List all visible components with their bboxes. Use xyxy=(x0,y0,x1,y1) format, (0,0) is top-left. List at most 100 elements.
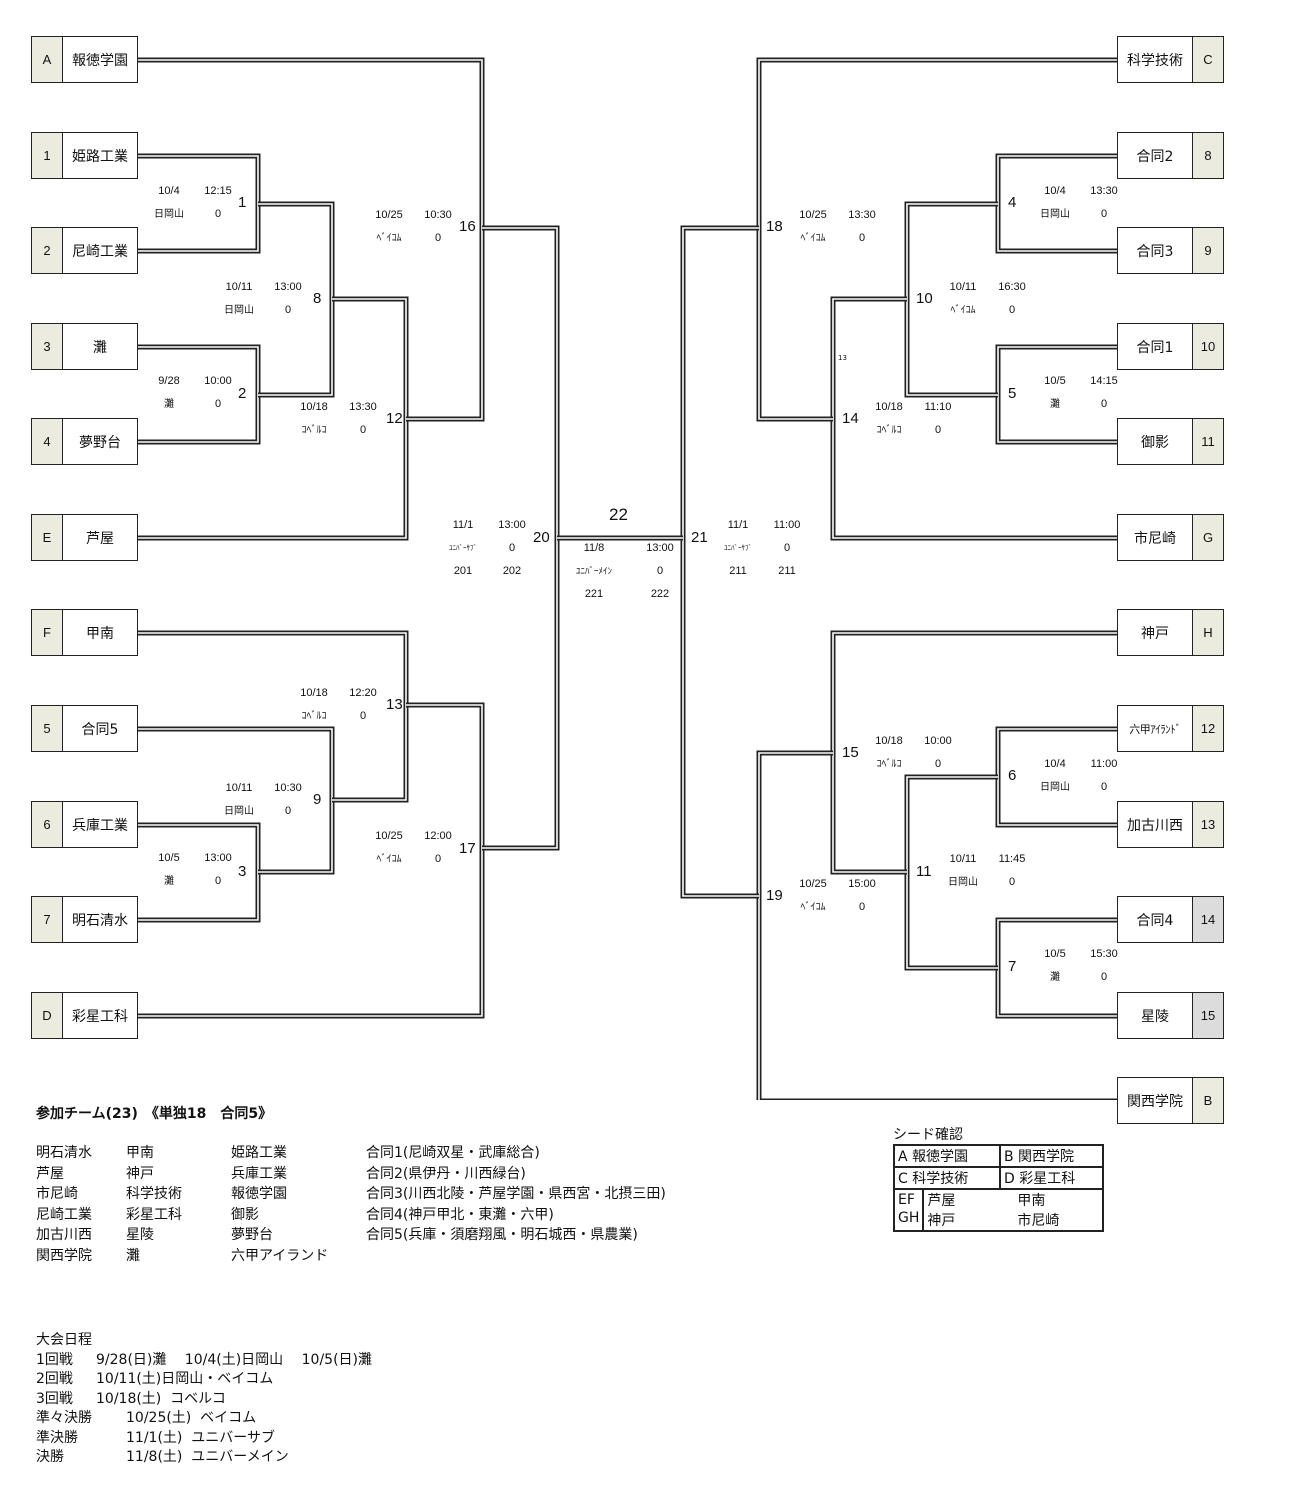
match-date: 11/1 xyxy=(452,519,474,531)
schedule-round: 2回戦 xyxy=(36,1371,73,1387)
seed-check: シード確認 A 報徳学園 B 関西学院 C 科学技術 D 彩星工科 EF 芦屋甲… xyxy=(892,1124,1104,1232)
match-score: 0 xyxy=(359,424,367,436)
team-name: 合同2 xyxy=(1136,148,1174,165)
match-date: 10/18 xyxy=(300,401,328,413)
match-time: 11:00 xyxy=(773,519,801,531)
match-date: 9/28 xyxy=(158,375,180,387)
joint-team: 合同1(尼崎双星・武庫総合) xyxy=(366,1145,540,1161)
match-number-5: 5 xyxy=(1008,385,1017,402)
participant: 明石清水 xyxy=(36,1145,92,1161)
participant: 夢野台 xyxy=(231,1227,273,1243)
seed-label: 7 xyxy=(32,897,63,942)
match-time: 11:00 xyxy=(1090,758,1118,770)
match-number-3: 3 xyxy=(238,863,247,880)
match-score: 0 xyxy=(214,398,222,410)
line-match-19 xyxy=(756,750,1118,1100)
seed-label: A xyxy=(32,37,63,82)
match-score: 0 xyxy=(858,232,866,244)
match-score: 0 xyxy=(284,805,292,817)
participant: 姫路工業 xyxy=(231,1145,287,1161)
match-number-2: 2 xyxy=(238,385,247,402)
match-slot-a: 211 xyxy=(729,565,747,577)
team-name: 尼崎工業 xyxy=(72,243,128,260)
match-score: 0 xyxy=(434,232,442,244)
joint-team: 合同5(兵庫・須磨翔風・明石城西・県農業) xyxy=(366,1227,638,1243)
seed-label: 3 xyxy=(32,324,63,369)
line-match-21 xyxy=(680,225,759,899)
match-venue: ﾍﾞｲｺﾑ xyxy=(800,902,826,913)
seed-label: 12 xyxy=(1192,706,1223,751)
match-venue: ﾕﾆﾊﾞｰｻﾌﾞ xyxy=(449,545,477,552)
schedule-round: 決勝 xyxy=(36,1449,64,1465)
joint-team: 合同4(神戸甲北・東灘・六甲) xyxy=(366,1206,554,1223)
participant: 神戸 xyxy=(126,1165,154,1182)
match-venue: 日岡山 xyxy=(1040,209,1070,220)
participant: 灘 xyxy=(126,1247,140,1264)
bracket-lines xyxy=(137,57,1118,1100)
seed-label: 11 xyxy=(1192,419,1223,464)
seed-label: 10 xyxy=(1192,324,1223,369)
match-date: 10/5 xyxy=(1044,948,1066,960)
schedule-row: 2回戦 10/11(土)日岡山・ベイコム xyxy=(36,1370,372,1390)
match-time: 13:00 xyxy=(646,542,674,554)
match-time: 14:15 xyxy=(1090,375,1118,387)
team-name: 市尼崎 xyxy=(1134,530,1176,547)
seed-label: 2 xyxy=(32,228,63,273)
participant: 六甲アイランド xyxy=(231,1247,329,1264)
match-date: 11/1 xyxy=(727,519,749,531)
schedule-value: 10/18(土) コベルコ xyxy=(96,1390,226,1407)
team-name: 姫路工業 xyxy=(72,148,128,165)
seed-label: 1 xyxy=(32,133,63,178)
match-number-10: 10 xyxy=(916,290,933,307)
team-name: 神戸 xyxy=(1141,625,1169,642)
match-score: 0 xyxy=(1100,208,1108,220)
match-time: 12:20 xyxy=(349,687,377,699)
match-date: 10/5 xyxy=(158,852,180,864)
match-slot-a: 221 xyxy=(584,588,604,600)
match-number-4: 4 xyxy=(1008,194,1017,211)
match-score: 0 xyxy=(1008,304,1016,316)
match-venue: ﾍﾞｲｺﾑ xyxy=(376,233,402,244)
match-venue: 灘 xyxy=(164,399,174,410)
team-name: 明石清水 xyxy=(72,912,128,929)
match-score: 0 xyxy=(858,901,866,913)
match-date: 10/5 xyxy=(1044,375,1066,387)
schedule-value: 10/11(土)日岡山・ベイコム xyxy=(96,1371,274,1387)
seed-label: 14 xyxy=(1192,897,1223,942)
team-name: 関西学院 xyxy=(1127,1093,1183,1110)
match-venue: ｺﾍﾞﾙｺ xyxy=(876,759,902,770)
match-slot-b: 222 xyxy=(650,588,670,600)
match-time: 13:00 xyxy=(498,519,526,531)
line-match-18 xyxy=(756,57,1118,422)
match-date: 10/18 xyxy=(875,735,903,747)
match-time: 10:00 xyxy=(204,375,232,387)
match-number-1: 1 xyxy=(238,194,247,211)
match-number-19: 19 xyxy=(766,887,783,904)
match-venue: ﾍﾞｲｺﾑ xyxy=(800,233,826,244)
match-score: 0 xyxy=(434,853,442,865)
participant: 甲南 xyxy=(126,1145,154,1161)
schedule-value: 11/1(土) ユニバーサブ xyxy=(126,1429,275,1446)
match-score: 0 xyxy=(359,710,367,722)
participants-grid: 明石清水 芦屋 市尼崎 尼崎工業 加古川西 関西学院 甲南 神戸 科学技術 彩星… xyxy=(36,1143,746,1266)
match-time: 11:10 xyxy=(924,401,952,413)
